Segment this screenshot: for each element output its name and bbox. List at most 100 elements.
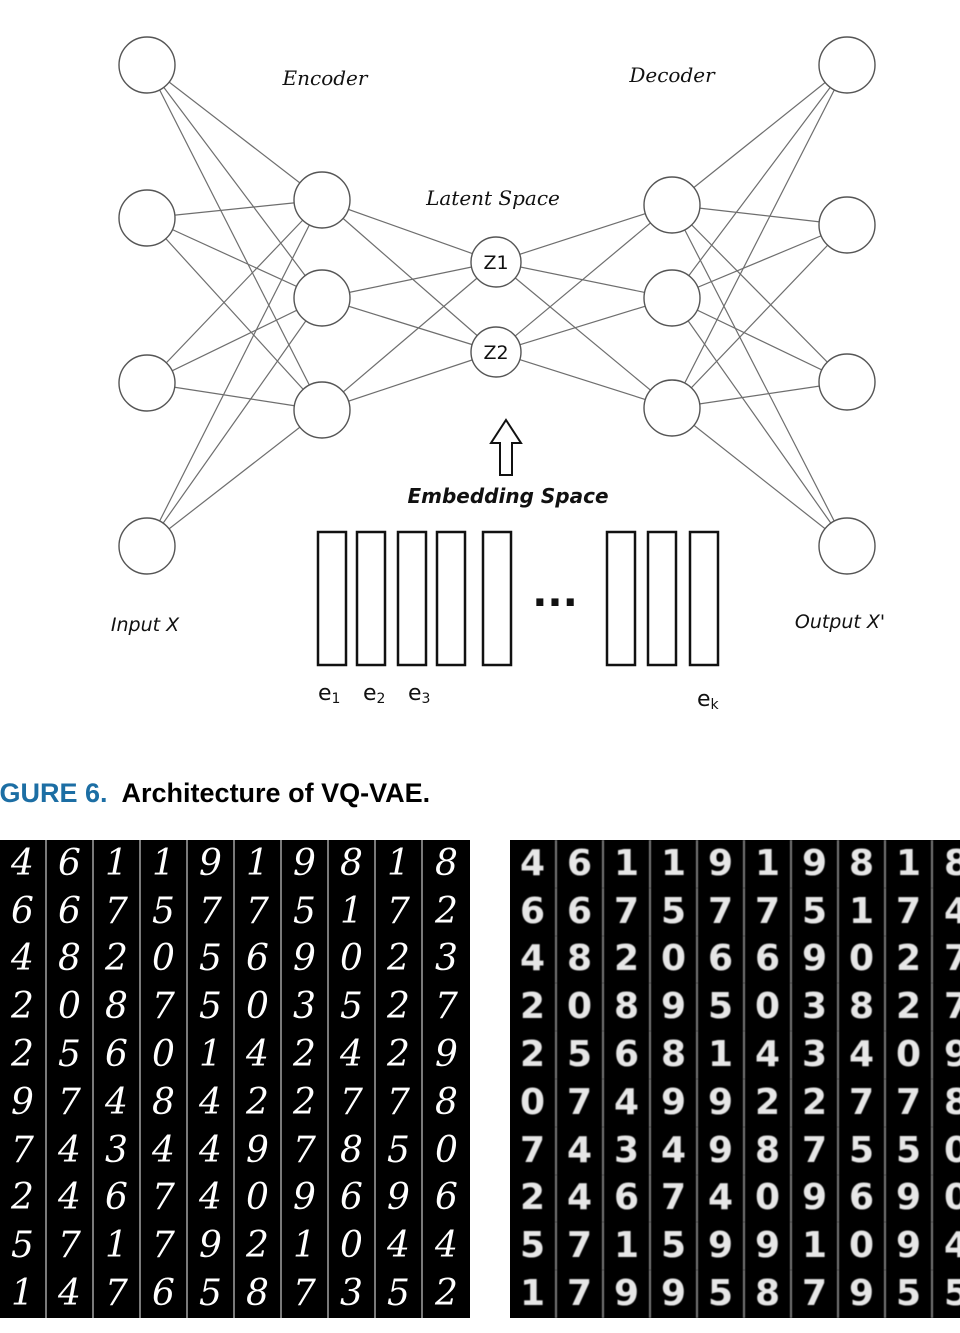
original-digit: 5 (376, 1270, 423, 1318)
original-digit: 7 (188, 888, 235, 936)
original-digit: 4 (329, 1031, 376, 1079)
original-digit: 8 (423, 840, 470, 888)
reconstructed-digit: 8 (839, 840, 886, 888)
latent-space-label: Latent Space (425, 186, 560, 210)
original-digit: 2 (0, 1031, 47, 1079)
reconstructed-digit: 2 (510, 1175, 557, 1223)
reconstructed-digit: 9 (933, 1031, 960, 1079)
reconstructed-digit: 5 (698, 983, 745, 1031)
original-digit: 2 (423, 888, 470, 936)
reconstructed-digit: 7 (651, 1175, 698, 1223)
encoder-node (294, 382, 350, 438)
embedding-vector (318, 532, 346, 665)
original-digits-panel: 4611919818667577517248205690232087503527… (0, 840, 470, 1318)
reconstructed-digit: 5 (886, 1127, 933, 1175)
original-digit: 4 (47, 1175, 94, 1223)
reconstructed-digit: 4 (604, 1079, 651, 1127)
embedding-vector (398, 532, 426, 665)
reconstructed-digit: 1 (604, 1222, 651, 1270)
reconstructed-digit: 7 (510, 1127, 557, 1175)
reconstructed-digit: 4 (510, 936, 557, 984)
original-digit: 7 (376, 1079, 423, 1127)
reconstructed-digit: 9 (651, 1270, 698, 1318)
reconstructed-digit: 1 (651, 840, 698, 888)
original-digit: 5 (376, 1127, 423, 1175)
reconstructed-digit: 6 (557, 840, 604, 888)
original-digit: 6 (329, 1175, 376, 1223)
original-digit: 2 (376, 983, 423, 1031)
original-digit: 3 (282, 983, 329, 1031)
original-digit: 8 (329, 1127, 376, 1175)
original-digit: 7 (141, 983, 188, 1031)
reconstructed-digit: 0 (557, 983, 604, 1031)
reconstructed-digit: 3 (792, 1031, 839, 1079)
original-digit: 8 (329, 840, 376, 888)
reconstructed-digit: 4 (510, 840, 557, 888)
reconstructed-digit: 5 (698, 1270, 745, 1318)
original-digit: 4 (188, 1079, 235, 1127)
embedding-ellipsis: ... (532, 570, 578, 616)
original-digit: 5 (282, 888, 329, 936)
original-digit: 6 (141, 1270, 188, 1318)
reconstructed-digit: 7 (557, 1222, 604, 1270)
reconstructed-digit: 5 (933, 1270, 960, 1318)
ek-label: ek (697, 687, 720, 713)
original-digit: 4 (188, 1175, 235, 1223)
reconstructed-digit: 5 (792, 888, 839, 936)
reconstructed-digit: 1 (698, 1031, 745, 1079)
reconstructed-digit: 6 (510, 888, 557, 936)
original-digit: 1 (94, 840, 141, 888)
network-edge (496, 205, 672, 352)
original-digit: 9 (188, 1222, 235, 1270)
original-digit: 2 (94, 936, 141, 984)
reconstructed-digit: 2 (604, 936, 651, 984)
figure-number: IGURE 6. (0, 778, 108, 808)
original-digit: 4 (94, 1079, 141, 1127)
original-digit: 7 (329, 1079, 376, 1127)
reconstructed-digit: 5 (510, 1222, 557, 1270)
original-digit: 6 (0, 888, 47, 936)
reconstructed-digit: 9 (792, 840, 839, 888)
reconstructed-digit: 4 (839, 1031, 886, 1079)
reconstructed-digit: 7 (745, 888, 792, 936)
original-digit: 9 (282, 840, 329, 888)
original-digit: 2 (235, 1222, 282, 1270)
original-digit: 2 (376, 936, 423, 984)
original-digit: 0 (235, 1175, 282, 1223)
reconstructed-digit: 0 (839, 936, 886, 984)
original-digit: 7 (47, 1079, 94, 1127)
reconstructed-digit: 7 (557, 1270, 604, 1318)
reconstructed-digit: 0 (510, 1079, 557, 1127)
network-edge (672, 298, 847, 382)
input-node (119, 190, 175, 246)
reconstructed-digit: 7 (933, 983, 960, 1031)
original-digit: 4 (188, 1127, 235, 1175)
network-edge (147, 298, 322, 383)
reconstructed-digit: 5 (557, 1031, 604, 1079)
original-digit: 7 (282, 1127, 329, 1175)
figure-caption-text: Architecture of VQ-VAE. (122, 778, 431, 808)
reconstructed-digit: 9 (792, 936, 839, 984)
reconstructed-digit: 1 (510, 1270, 557, 1318)
embedding-vector (648, 532, 676, 665)
encoder-node (294, 172, 350, 228)
original-digit: 2 (0, 1175, 47, 1223)
reconstructed-digit: 7 (886, 888, 933, 936)
reconstructed-digit: 7 (839, 1079, 886, 1127)
original-digit: 6 (94, 1031, 141, 1079)
reconstructed-digit: 0 (933, 1175, 960, 1223)
original-digit: 2 (376, 1031, 423, 1079)
original-digit: 6 (47, 888, 94, 936)
reconstructed-digit: 4 (557, 1175, 604, 1223)
input-label: Input X (111, 614, 180, 636)
reconstructed-digit: 7 (886, 1079, 933, 1127)
output-node (819, 37, 875, 93)
original-digit: 9 (376, 1175, 423, 1223)
figure-caption: IGURE 6. Architecture of VQ-VAE. (0, 778, 430, 809)
original-digit: 9 (188, 840, 235, 888)
reconstructed-digit: 9 (698, 840, 745, 888)
original-digit: 4 (47, 1127, 94, 1175)
z2-label: Z2 (483, 342, 508, 364)
original-digit: 7 (0, 1127, 47, 1175)
